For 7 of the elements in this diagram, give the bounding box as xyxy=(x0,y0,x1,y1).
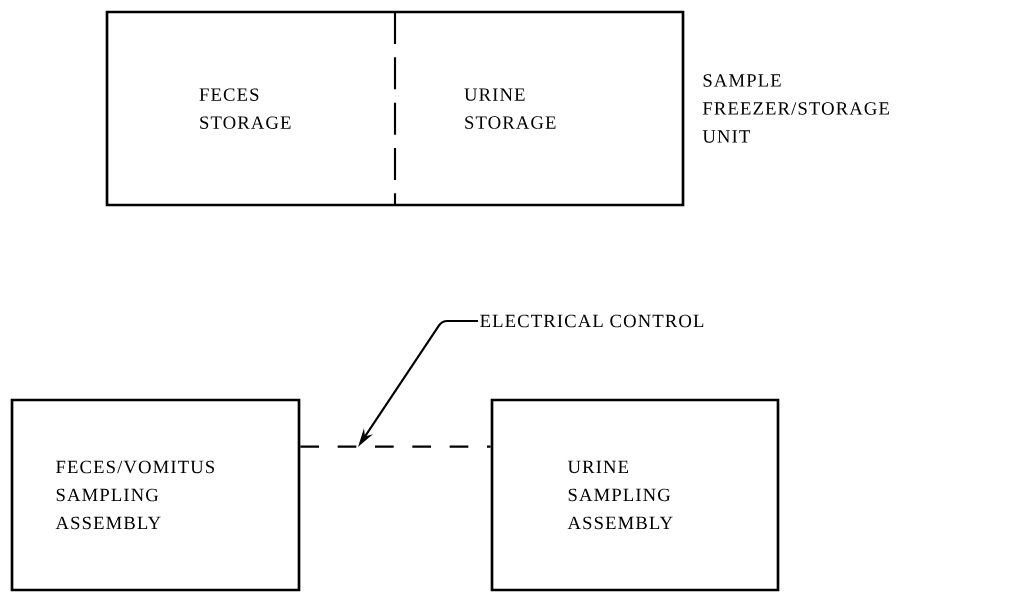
callout-text: ELECTRICAL CONTROL xyxy=(480,314,704,328)
connector-line xyxy=(300,445,491,448)
node-label: SAMPLE FREEZER/STORAGE UNIT xyxy=(702,74,889,143)
compartment-label: URINE STORAGE xyxy=(464,88,556,129)
compartment-label: FECES STORAGE xyxy=(199,88,291,129)
assembly-box: FECES/VOMITUS SAMPLING ASSEMBLY xyxy=(10,398,301,592)
assembly-box: URINE SAMPLING ASSEMBLY xyxy=(490,398,780,592)
